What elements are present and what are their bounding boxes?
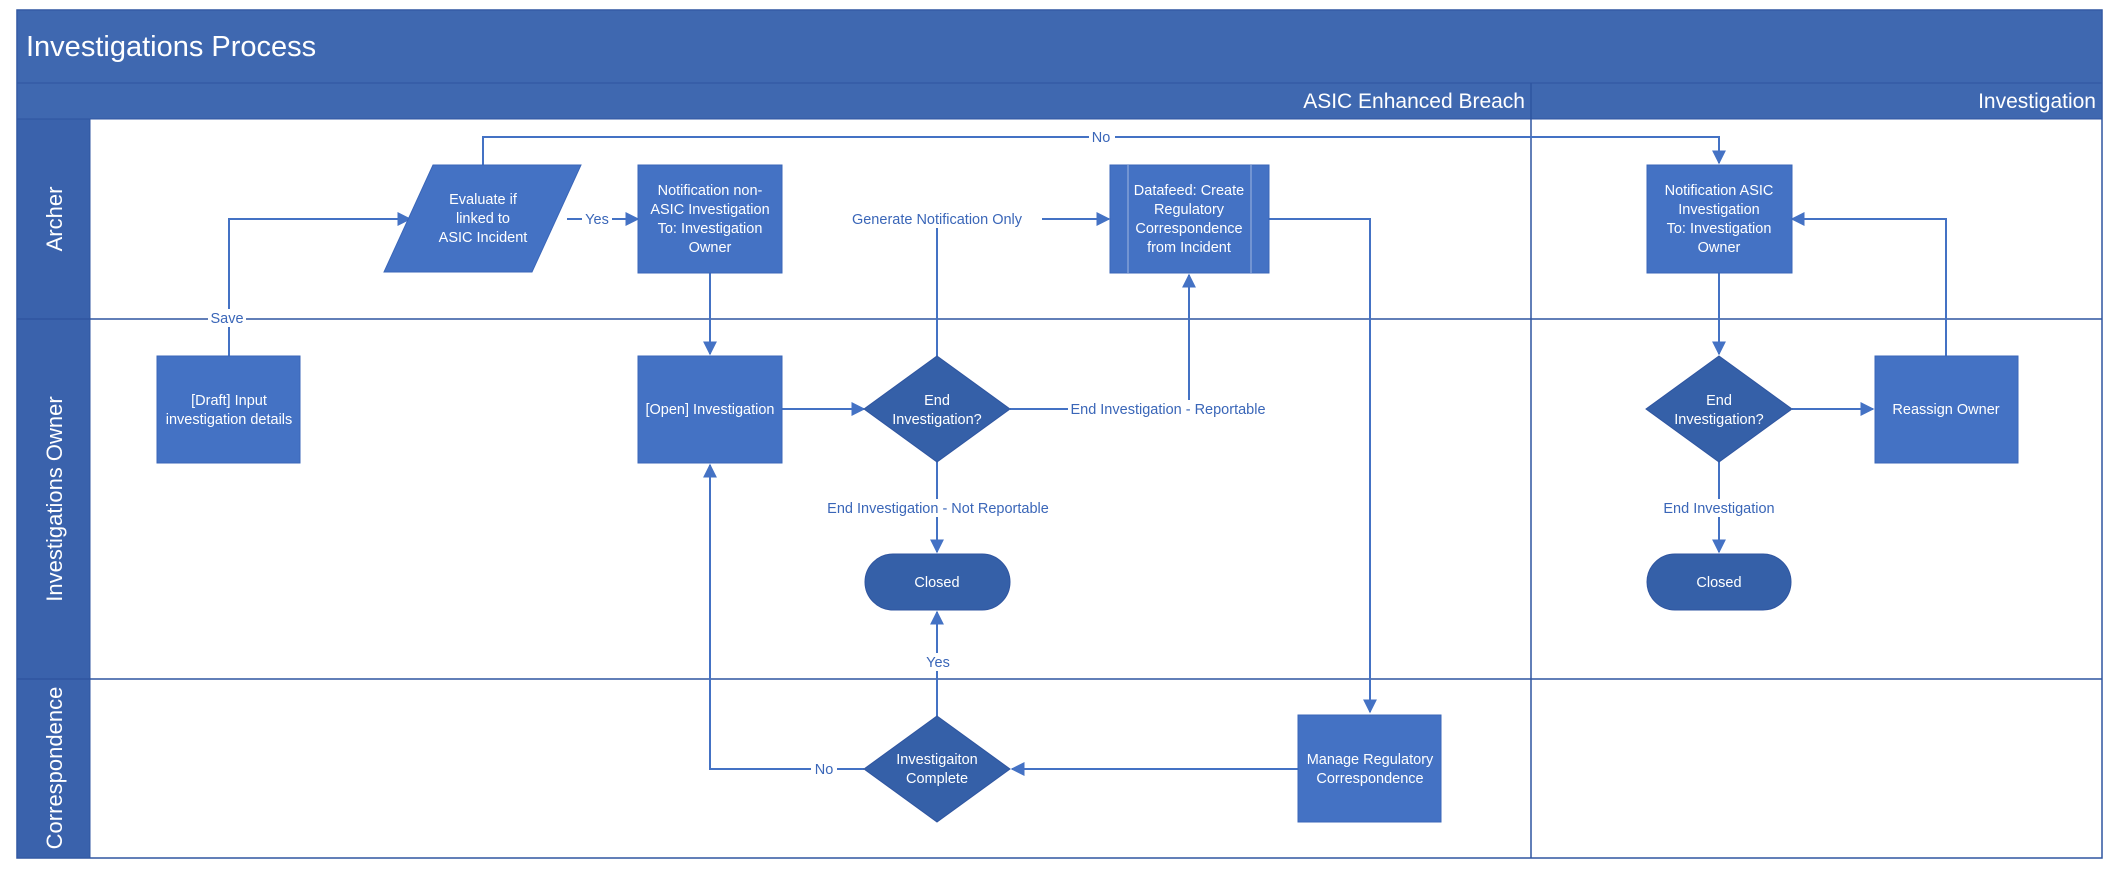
node-notify-non-asic-line-2: ASIC Investigation [650,202,769,218]
edge-label-end-investigation: End Investigation [1655,499,1783,517]
edge-label-end-not-reportable-text: End Investigation - Not Reportable [827,501,1049,517]
edge-label-no-complete: No [811,760,837,778]
node-end-investigation-decision-2[interactable]: End Investigation? [1645,355,1793,463]
node-manage-correspondence-line-2: Correspondence [1316,771,1423,787]
lane-label-archer: Archer [42,187,67,252]
node-notify-non-asic-line-1: Notification non- [658,183,763,199]
node-reassign-owner-label: Reassign Owner [1892,402,1999,418]
edge-label-yes-evaluate-text: Yes [585,212,609,228]
edge-label-save: Save [208,309,246,327]
node-manage-correspondence[interactable]: Manage Regulatory Correspondence [1297,714,1442,823]
node-end-investigation-2-line-1: End [1706,393,1732,409]
node-investigation-complete-line-2: Complete [906,771,968,787]
edge-label-end-reportable: End Investigation - Reportable [1068,400,1268,418]
node-draft-input-line-1: [Draft] Input [191,393,267,409]
node-draft-input[interactable]: [Draft] Input investigation details [156,355,301,464]
edge-label-no-evaluate: No [1089,128,1115,146]
node-evaluate-line-2: linked to [456,211,510,227]
edge-label-yes-complete-text: Yes [926,655,950,671]
lane-label-correspondence: Correspondence [42,687,67,850]
node-closed-2[interactable]: Closed [1646,553,1792,611]
node-investigation-complete-line-1: Investigaiton [896,752,977,768]
node-datafeed-line-3: Correspondence [1135,221,1242,237]
node-end-investigation-1-line-2: Investigation? [892,412,981,428]
edge-label-end-investigation-text: End Investigation [1663,501,1774,517]
edge-label-save-text: Save [210,311,243,327]
node-open-investigation-label: [Open] Investigation [646,402,775,418]
node-manage-correspondence-line-1: Manage Regulatory [1307,752,1434,768]
title-bar [16,9,2103,84]
node-notify-asic[interactable]: Notification ASIC Investigation To: Inve… [1646,164,1793,274]
node-notify-non-asic-line-3: To: Investigation [658,221,763,237]
node-evaluate-line-3: ASIC Incident [439,230,528,246]
edge-label-no-evaluate-text: No [1092,130,1111,146]
edge-label-generate-notification: Generate Notification Only [852,210,1042,228]
node-notify-non-asic[interactable]: Notification non- ASIC Investigation To:… [637,164,783,274]
node-notify-asic-line-2: Investigation [1678,202,1759,218]
node-end-investigation-1-line-1: End [924,393,950,409]
node-datafeed-line-2: Regulatory [1154,202,1225,218]
phase-label-investigation: Investigation [1978,90,2096,113]
edge-datafeed-to-manage [1269,218,1377,714]
node-datafeed-line-1: Datafeed: Create [1134,183,1244,199]
edge-label-end-reportable-text: End Investigation - Reportable [1070,402,1265,418]
node-open-investigation[interactable]: [Open] Investigation [637,355,783,464]
node-evaluate-line-1: Evaluate if [449,192,518,208]
edge-label-yes-complete: Yes [923,653,953,671]
node-notify-asic-line-1: Notification ASIC [1665,183,1774,199]
node-closed-1[interactable]: Closed [864,553,1011,611]
node-end-investigation-2-line-2: Investigation? [1674,412,1763,428]
node-end-investigation-decision-1[interactable]: End Investigation? [863,355,1011,463]
edge-label-generate-notification-text: Generate Notification Only [852,212,1023,228]
page-title: Investigations Process [26,31,316,63]
node-reassign-owner[interactable]: Reassign Owner [1874,355,2019,464]
node-datafeed[interactable]: Datafeed: Create Regulatory Corresponden… [1109,164,1270,274]
node-draft-input-line-2: investigation details [166,412,293,428]
edge-label-yes-evaluate: Yes [582,210,612,228]
node-closed-2-label: Closed [1696,575,1741,591]
node-investigation-complete-decision[interactable]: Investigaiton Complete [863,715,1011,823]
lane-label-investigations-owner: Investigations Owner [42,396,67,601]
edge-label-end-not-reportable: End Investigation - Not Reportable [822,499,1054,517]
node-closed-1-label: Closed [914,575,959,591]
edge-reassign-to-notify [1790,212,1947,356]
phase-label-asic-enhanced-breach: ASIC Enhanced Breach [1303,90,1525,113]
lane-header-column [16,118,91,859]
node-notify-non-asic-line-4: Owner [689,240,732,256]
node-notify-asic-line-4: Owner [1698,240,1741,256]
node-notify-asic-line-3: To: Investigation [1667,221,1772,237]
edge-label-no-complete-text: No [815,762,834,778]
node-datafeed-line-4: from Incident [1147,240,1231,256]
node-evaluate-asic[interactable]: Evaluate if linked to ASIC Incident [383,164,582,273]
phase-bar [16,82,2103,120]
